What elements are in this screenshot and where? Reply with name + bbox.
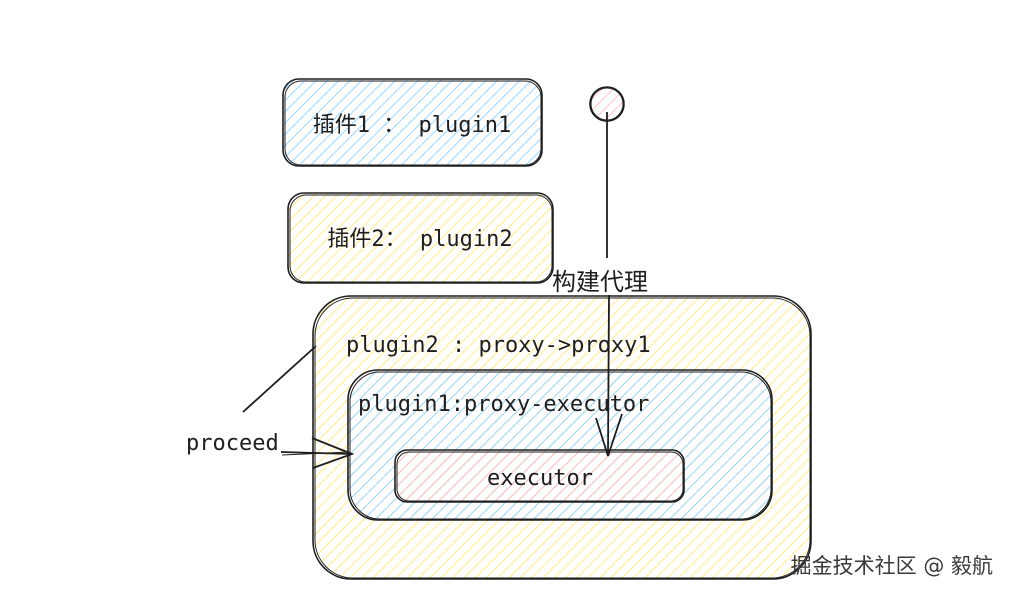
plugin1-box: 插件1 ： plugin1 <box>282 78 543 167</box>
plugin2-box: 插件2： plugin2 <box>287 192 554 284</box>
plugin2-label: 插件2： plugin2 <box>327 227 512 252</box>
build-proxy-arrow <box>589 86 625 457</box>
executor-box: executor <box>394 449 685 503</box>
outer-proxy-label: plugin2 : proxy->proxy1 <box>346 333 651 358</box>
proceed-connector <box>242 345 355 469</box>
plugin1-label: 插件1 ： plugin1 <box>313 113 511 138</box>
inner-proxy-label: plugin1:proxy-executor <box>358 392 649 417</box>
proceed-label: proceed <box>186 431 279 456</box>
build-proxy-label: 构建代理 <box>552 268 648 296</box>
executor-label: executor <box>487 466 593 491</box>
watermark: 掘金技术社区 @ 毅航 <box>791 554 993 578</box>
